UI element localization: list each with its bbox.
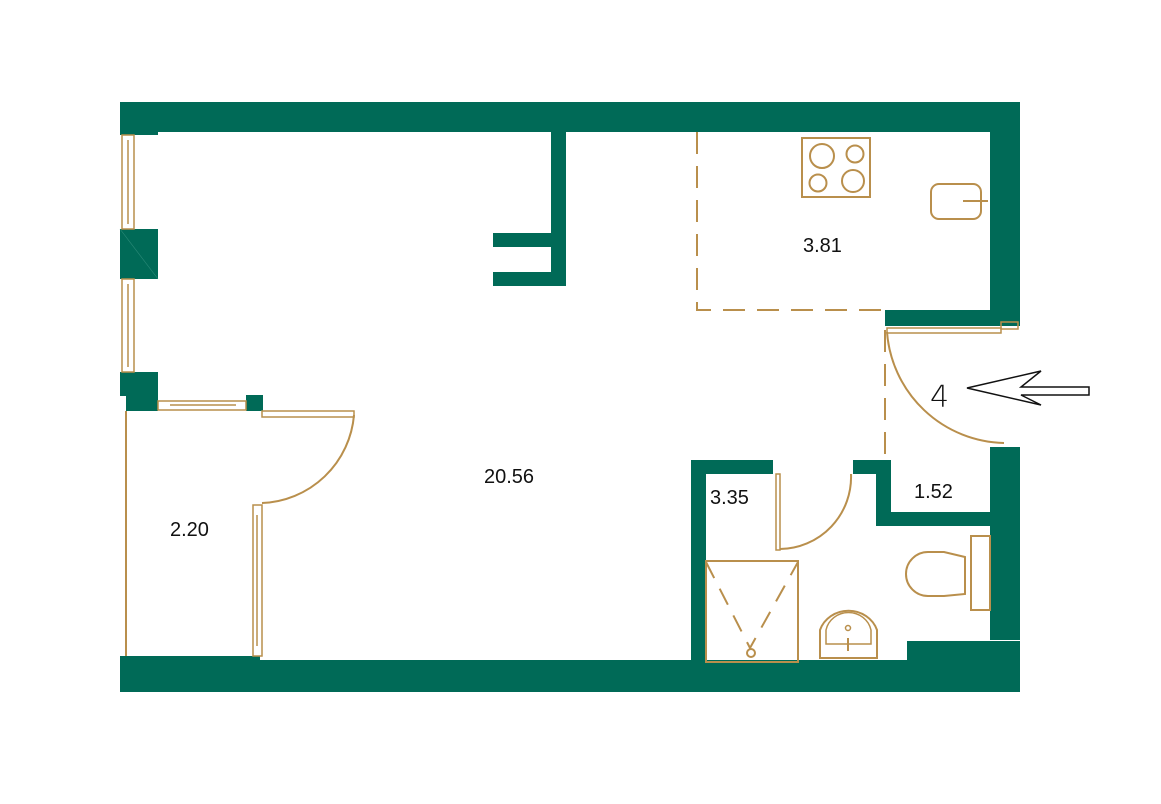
toilet-tank	[970, 535, 991, 611]
bottom-wall	[120, 660, 1020, 692]
apartment-number: 4	[930, 380, 950, 415]
balcony	[125, 410, 355, 657]
room-area-bathroom: 3.35	[710, 487, 749, 509]
bathroom-left-wall	[691, 460, 706, 662]
bathroom-door-swing	[779, 473, 853, 550]
entrance-door-leaf	[886, 327, 1002, 334]
partition-arm-lower	[493, 272, 566, 286]
bathroom-bottom-step	[907, 641, 1020, 661]
entry-threshold	[1000, 321, 1019, 330]
balcony-door-leaf	[261, 410, 355, 418]
room-area-kitchen: 3.81	[803, 235, 842, 257]
entrance-arrow-icon	[966, 370, 1090, 406]
top-wall	[120, 102, 1020, 132]
kitchen-right-wall	[990, 132, 1020, 310]
kitchen-bottom-wall	[885, 310, 1020, 326]
washbasin	[819, 609, 878, 659]
entrance-door-swing	[886, 331, 1005, 444]
partition-vertical	[551, 132, 566, 286]
kitchen-boundary	[696, 132, 885, 311]
hallway-left-wall	[876, 460, 891, 526]
shower-tray	[705, 560, 799, 663]
window-left-upper	[121, 134, 135, 230]
stove	[801, 137, 871, 198]
right-lower-wall	[990, 447, 1020, 640]
windows	[121, 134, 1019, 411]
kitchen	[696, 132, 988, 311]
room-area-living: 20.56	[484, 466, 535, 488]
partition-arm-upper	[493, 233, 566, 247]
window-left-lower	[121, 278, 135, 373]
entrance	[884, 327, 1090, 460]
balcony-door-swing	[261, 414, 355, 504]
balcony-glazing	[252, 504, 263, 657]
stove-burner	[809, 143, 835, 169]
walls	[119, 102, 1020, 692]
left-corner-pier-lower	[126, 395, 158, 411]
left-corner-pier	[120, 372, 158, 396]
balcony-small-pier	[246, 395, 263, 411]
toilet	[905, 551, 966, 597]
room-area-hallway: 1.52	[914, 481, 953, 503]
room-area-balcony: 2.20	[170, 519, 209, 541]
bathroom-top-wall-left	[691, 460, 773, 474]
bathroom	[705, 473, 991, 663]
hallway-bottom-wall	[876, 512, 1020, 526]
top-left-wall-stub	[120, 132, 158, 135]
window-balcony-top	[157, 400, 247, 411]
bathroom-door-leaf	[775, 473, 781, 551]
